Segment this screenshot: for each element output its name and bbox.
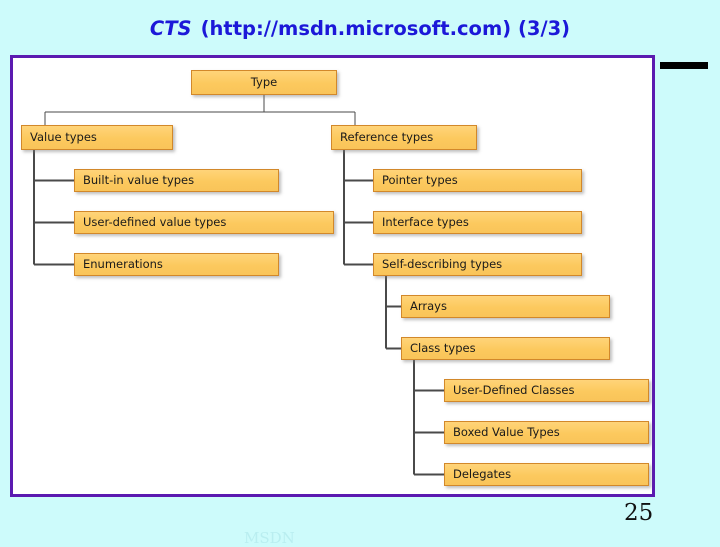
node-interface-types: Interface types xyxy=(373,211,582,234)
node-label: Class types xyxy=(410,340,476,355)
node-label: Built-in value types xyxy=(83,172,195,187)
page-title-rest: (http://msdn.microsoft.com) (3/3) xyxy=(200,17,571,40)
footer-ghost-text: MSDN xyxy=(244,529,295,547)
page-number: 25 xyxy=(624,500,654,526)
node-label: Reference types xyxy=(340,129,434,144)
page-title: CTS (http://msdn.microsoft.com) (3/3) xyxy=(0,17,720,40)
node-pointer-types: Pointer types xyxy=(373,169,582,192)
node-value-types: Value types xyxy=(21,125,173,150)
node-arrays: Arrays xyxy=(401,295,610,318)
node-label: Self-describing types xyxy=(382,256,503,271)
node-reference-types: Reference types xyxy=(331,125,477,150)
connector-lines xyxy=(33,95,444,476)
node-userdef-classes: User-Defined Classes xyxy=(444,379,649,402)
node-label: Value types xyxy=(30,129,97,144)
node-builtin-value: Built-in value types xyxy=(74,169,279,192)
node-label: Delegates xyxy=(453,466,512,481)
node-label: Boxed Value Types xyxy=(453,424,560,439)
node-label: User-defined value types xyxy=(83,214,227,229)
page-title-lead: CTS xyxy=(149,17,192,40)
accent-bar xyxy=(660,62,708,69)
node-label: Type xyxy=(250,74,278,89)
node-label: Arrays xyxy=(410,298,447,313)
node-label: User-Defined Classes xyxy=(453,382,575,397)
node-userdef-value: User-defined value types xyxy=(74,211,334,234)
node-label: Pointer types xyxy=(382,172,458,187)
node-enumerations: Enumerations xyxy=(74,253,279,276)
node-delegates: Delegates xyxy=(444,463,649,486)
node-label: Enumerations xyxy=(83,256,163,271)
node-label: Interface types xyxy=(382,214,469,229)
node-selfdesc-types: Self-describing types xyxy=(373,253,582,276)
node-class-types: Class types xyxy=(401,337,610,360)
node-type: Type xyxy=(191,70,337,95)
node-boxed-value: Boxed Value Types xyxy=(444,421,649,444)
